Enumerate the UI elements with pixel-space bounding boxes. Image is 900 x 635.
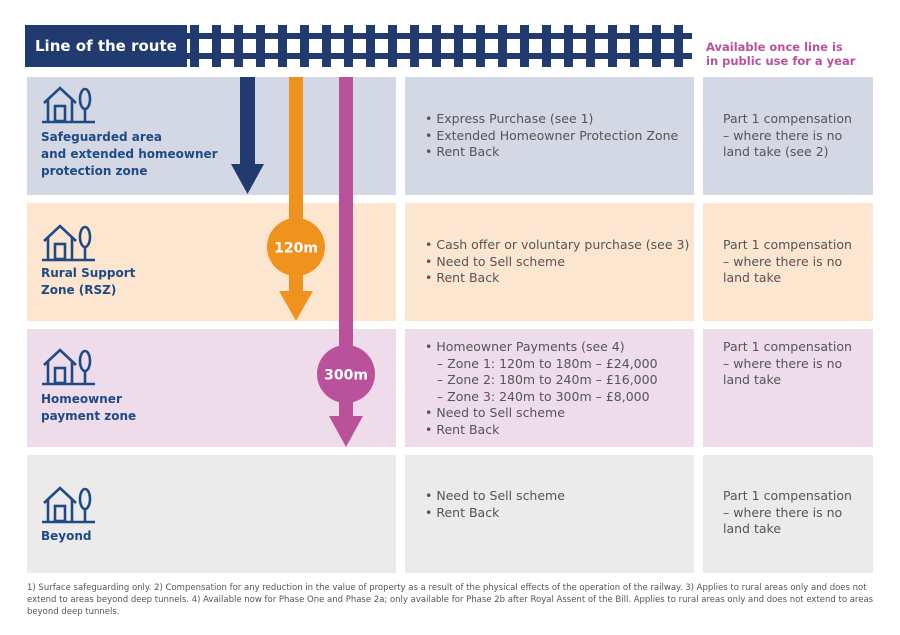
track-sleeper [564, 25, 573, 67]
track-sleeper [498, 25, 507, 67]
zone-label-line: Zone (RSZ) [41, 283, 117, 297]
compensation-line: land take [723, 372, 782, 387]
schemes-list: • Need to Sell scheme• Rent Back [425, 488, 565, 521]
track-sleeper [388, 25, 397, 67]
compensation-line: land take (see 2) [723, 144, 829, 159]
scheme-item: • Rent Back [425, 270, 500, 285]
scheme-item: – Zone 2: 180m to 240m – £16,000 [425, 372, 658, 387]
compensation-line: – where there is no [723, 127, 843, 143]
zone-cell: Safeguarded area and extended homeowner pr… [27, 77, 396, 195]
track-sleeper [278, 25, 287, 67]
compensation-line: – where there is no [723, 504, 843, 520]
track-sleeper [608, 25, 617, 67]
track-sleeper [366, 25, 375, 67]
scheme-item: • Rent Back [425, 421, 500, 437]
compensation-line: – where there is no [723, 253, 843, 269]
house-tree-icon [41, 347, 97, 387]
house-tree-icon [41, 223, 97, 263]
track-sleeper [212, 25, 221, 67]
zone-label-line: protection zone [41, 164, 148, 178]
track-sleeper [234, 25, 243, 67]
zone-label-line: and extended homeowner [41, 147, 218, 161]
scheme-item: • Rent Back [425, 144, 500, 159]
zone-cell: Homeowner payment zone [27, 329, 396, 447]
track-sleeper [520, 25, 529, 67]
zone-label-line: Beyond [41, 529, 92, 543]
track-sleeper [586, 25, 595, 67]
track-sleeper [630, 25, 639, 67]
track-sleeper [454, 25, 463, 67]
track-sleeper [190, 25, 199, 67]
house-tree-icon [41, 85, 97, 125]
schemes-cell: • Express Purchase (see 1)• Extended Hom… [405, 77, 694, 195]
zone-label-line: Rural Support [41, 266, 136, 280]
zone-label: Safeguarded area and extended homeowner pr… [41, 129, 218, 180]
house-tree-icon [41, 485, 97, 525]
track-sleeper [256, 25, 265, 67]
track-sleeper [674, 25, 683, 67]
scheme-item: • Need to Sell scheme [425, 405, 565, 420]
scheme-item: • Cash offer or voluntary purchase (see … [425, 237, 690, 252]
schemes-cell: • Homeowner Payments (see 4) – Zone 1: 1… [405, 329, 694, 447]
route-title: Line of the route [25, 25, 187, 67]
schemes-list: • Cash offer or voluntary purchase (see … [425, 237, 689, 287]
zone-label-line: Homeowner [41, 392, 122, 406]
compensation-line: Part 1 compensation [723, 488, 852, 503]
track-sleeper [344, 25, 353, 67]
track-sleeper [300, 25, 309, 67]
compensation-line: land take [723, 270, 782, 285]
track-sleeper [432, 25, 441, 67]
compensation-line: Part 1 compensation [723, 111, 852, 126]
scheme-item: • Extended Homeowner Protection Zone [425, 127, 679, 143]
scheme-item: • Homeowner Payments (see 4) [425, 339, 625, 354]
scheme-item: • Need to Sell scheme [425, 253, 565, 269]
track-sleeper [410, 25, 419, 67]
compensation-line: land take [723, 521, 782, 536]
zone-label: Beyond [41, 528, 91, 545]
zone-label: Homeowner payment zone [41, 391, 136, 425]
available-note: Available once line is in public use for… [706, 40, 855, 68]
zone-label-line: payment zone [41, 409, 137, 423]
track-sleeper [542, 25, 551, 67]
scheme-item: – Zone 1: 120m to 180m – £24,000 [425, 355, 658, 371]
schemes-list: • Homeowner Payments (see 4) – Zone 1: 1… [425, 339, 658, 438]
zone-label-line: Safeguarded area [41, 130, 162, 144]
footnote: 1) Surface safeguarding only. 2) Compens… [27, 583, 874, 617]
schemes-cell: • Need to Sell scheme• Rent Back [405, 455, 694, 573]
available-note-line: Available once line is [706, 40, 843, 54]
available-note-line: in public use for a year [706, 54, 856, 68]
compensation-line: – where there is no [723, 355, 843, 371]
schemes-list: • Express Purchase (see 1)• Extended Hom… [425, 111, 678, 161]
track-sleeper [652, 25, 661, 67]
track-sleeper [476, 25, 485, 67]
compensation-line: Part 1 compensation [723, 237, 852, 252]
scheme-item: • Need to Sell scheme [425, 488, 565, 503]
scheme-item: • Rent Back [425, 504, 500, 520]
zone-cell: Beyond [27, 455, 396, 573]
scheme-item: – Zone 3: 240m to 300m – £8,000 [425, 388, 650, 404]
track-sleeper [322, 25, 331, 67]
compensation-line: Part 1 compensation [723, 339, 852, 354]
schemes-cell: • Cash offer or voluntary purchase (see … [405, 203, 694, 321]
railway-track-icon [186, 25, 692, 67]
scheme-item: • Express Purchase (see 1) [425, 111, 594, 126]
